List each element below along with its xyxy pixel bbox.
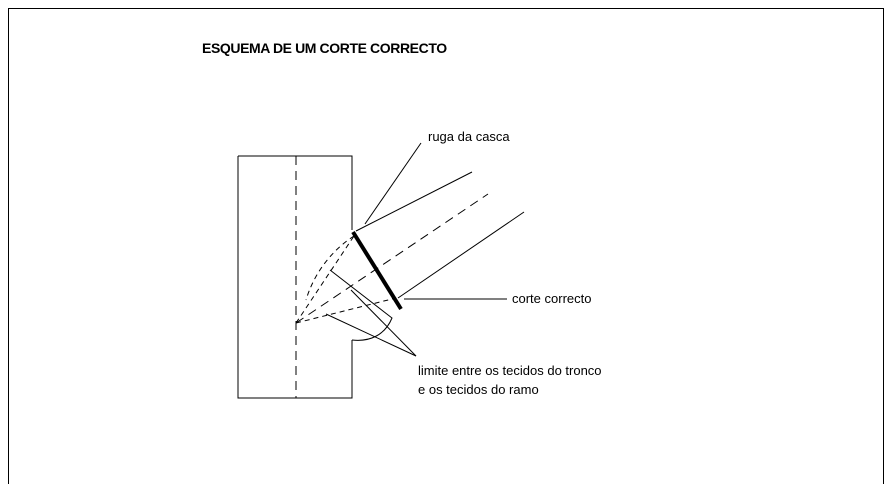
leader-lines (325, 142, 507, 357)
trunk-outline-left (237, 156, 353, 399)
collar-line-1 (295, 235, 355, 324)
trunk (237, 155, 353, 399)
correct-cut-line (351, 230, 403, 311)
trunk-outline-top (238, 155, 353, 230)
branch-center-line (295, 193, 489, 324)
collar-lower-curve (329, 269, 393, 341)
correct-cut-label: corte correcto (512, 291, 592, 306)
diagram-frame (8, 8, 884, 484)
leader-limit-1 (325, 313, 417, 357)
collar-arc (305, 235, 355, 301)
branch-upper-edge (355, 171, 473, 232)
leader-limit-2 (350, 289, 417, 357)
tissue-limit-label-line1: limite entre os tecidos do tronco (418, 363, 602, 378)
tissue-limit-label-line2: e os tecidos do ramo (418, 382, 539, 397)
branch (295, 171, 525, 324)
branch-lower-edge (397, 211, 525, 299)
diagram-title: ESQUEMA DE UM CORTE CORRECTO (202, 40, 447, 56)
leader-bark-ridge (364, 142, 422, 225)
bark-ridge-label: ruga da casca (428, 129, 510, 144)
collar-line-2 (295, 297, 397, 324)
branch-collar (295, 235, 397, 324)
